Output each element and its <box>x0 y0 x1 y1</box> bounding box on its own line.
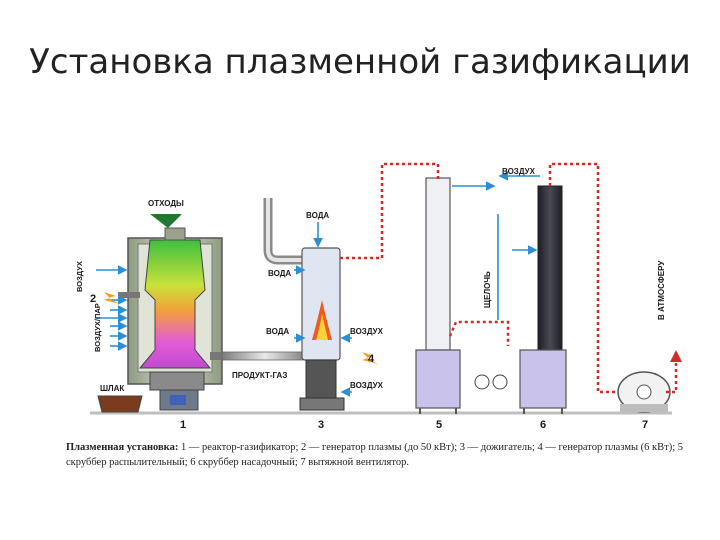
label-product-gas: ПРОДУКТ-ГАЗ <box>232 371 287 380</box>
number-4: 4 <box>368 353 375 365</box>
reactor-gasifier <box>118 214 223 411</box>
plasma-generator-2-icon <box>104 292 120 304</box>
caption-heading: Плазменная установка: <box>66 442 179 453</box>
diagram-caption: Плазменная установка: 1 — реактор-газифи… <box>66 440 686 470</box>
label-water-mid: ВОДА <box>268 269 291 278</box>
number-5: 5 <box>436 419 442 431</box>
label-water-top: ВОДА <box>306 211 329 220</box>
water-air-lines <box>96 171 540 397</box>
label-air-top: ВОЗДУХ <box>502 167 536 176</box>
spray-scrubber <box>415 177 461 414</box>
packed-scrubber <box>519 185 567 414</box>
product-gas-duct <box>221 351 309 361</box>
number-6: 6 <box>540 419 546 431</box>
caption-text: 1 — реактор-газификатор; 2 — генератор п… <box>66 442 684 468</box>
afterburner <box>263 198 345 411</box>
slag-tray <box>97 395 143 413</box>
circulation-pumps <box>474 374 508 390</box>
label-air-bottom: ВОЗДУХ <box>350 381 384 390</box>
number-1: 1 <box>180 419 186 431</box>
number-7: 7 <box>642 419 648 431</box>
label-waste: ОТХОДЫ <box>148 199 184 208</box>
slide-title: Установка плазменной газификации <box>29 42 691 82</box>
number-2: 2 <box>90 293 96 305</box>
exhaust-fan <box>617 371 671 413</box>
plasma-generator-4-icon <box>362 352 378 364</box>
number-3: 3 <box>318 419 324 431</box>
label-slag: ШЛАК <box>100 384 124 393</box>
label-to-atmosphere: В АТМОСФЕРУ <box>657 260 666 320</box>
gas-flow-lines <box>340 162 678 394</box>
label-water-low: ВОДА <box>266 327 289 336</box>
label-air-left: ВОЗДУХ <box>75 261 84 292</box>
label-air-burner: ВОЗДУХ <box>350 327 384 336</box>
label-alkali: ЩЕЛОЧЬ <box>483 271 492 308</box>
label-air-steam: ВОЗДУХ/ПАР <box>93 303 102 352</box>
